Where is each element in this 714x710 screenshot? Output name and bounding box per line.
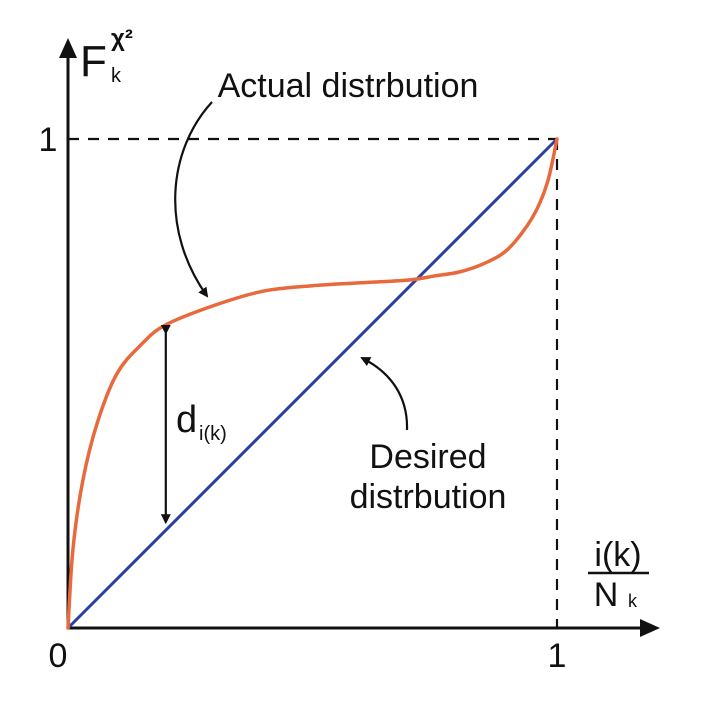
actual-distribution-label: Actual distrbution — [218, 67, 479, 105]
y-axis-label-base: F — [80, 37, 107, 86]
desired-label-pointer-arrow — [360, 357, 409, 431]
x-tick-label: 1 — [548, 637, 567, 675]
x-axis-label-denominator-subscript: k — [628, 591, 638, 611]
x-axis-label-numerator: i(k) — [594, 536, 641, 574]
x-axis-arrow — [640, 619, 660, 637]
distance-label: d — [176, 399, 197, 441]
desired-distribution-label-line1: Desired — [369, 438, 486, 476]
y-tick-label: 1 — [39, 121, 58, 159]
origin-label: 0 — [49, 637, 68, 675]
y-axis-label-subscript: k — [111, 65, 122, 87]
actual-label-pointer-arrow — [174, 101, 213, 298]
desired-distribution-line — [66, 137, 559, 630]
y-axis-label-superscript: χ² — [111, 25, 133, 52]
actual-distribution-curve — [66, 137, 559, 630]
distance-label-subscript: i(k) — [199, 423, 227, 445]
desired-distribution-label-line2: distrbution — [350, 478, 507, 516]
y-axis-arrow — [59, 38, 77, 58]
x-axis-label-denominator: N — [594, 576, 619, 614]
